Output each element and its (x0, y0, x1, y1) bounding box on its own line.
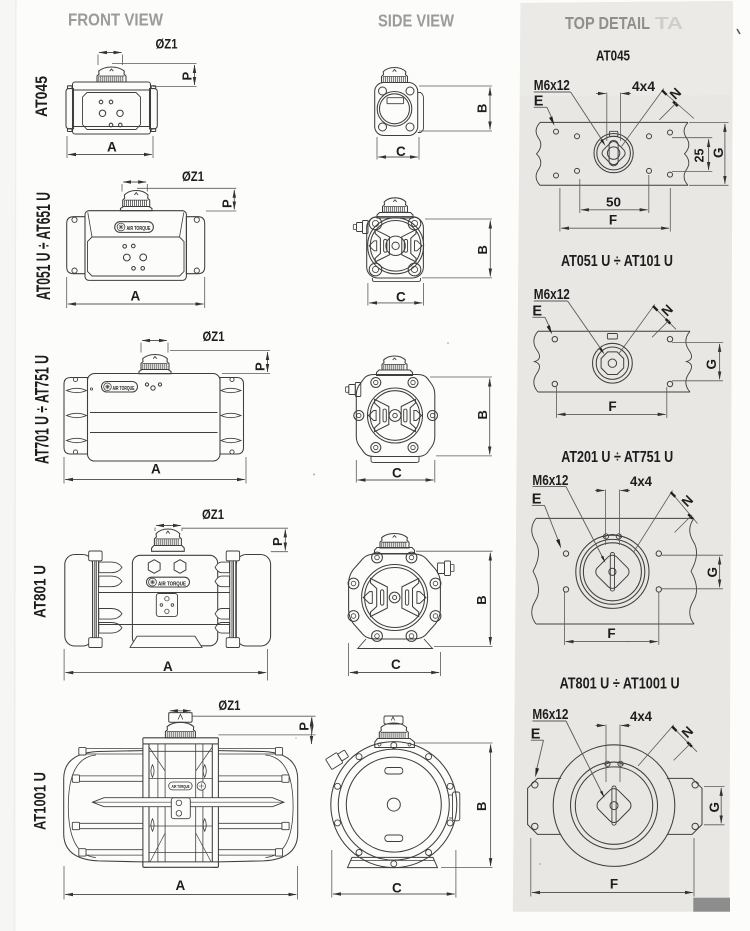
svg-text:A: A (176, 878, 186, 893)
svg-text:F: F (607, 626, 615, 641)
svg-text:G: G (705, 567, 720, 578)
svg-text:AT045: AT045 (32, 76, 51, 117)
svg-text:C: C (396, 144, 406, 159)
svg-text:P: P (270, 537, 285, 546)
svg-text:AIR TORQUE: AIR TORQUE (113, 386, 135, 392)
svg-text:ØZ1: ØZ1 (182, 169, 204, 184)
svg-text:AT701 U ÷ AT751 U: AT701 U ÷ AT751 U (33, 355, 54, 464)
svg-text:C: C (392, 466, 402, 481)
svg-text:E: E (531, 726, 541, 742)
svg-text:C: C (391, 657, 401, 672)
svg-text:AT1001 U: AT1001 U (31, 772, 50, 830)
svg-text:4x4: 4x4 (630, 708, 652, 724)
svg-text:A: A (163, 659, 173, 674)
svg-text:ØZ1: ØZ1 (218, 698, 240, 713)
svg-text:ØZ1: ØZ1 (203, 329, 225, 344)
svg-text:E: E (534, 94, 544, 110)
svg-text:M6x12: M6x12 (534, 78, 570, 94)
svg-text:4x4: 4x4 (632, 78, 655, 94)
svg-text:A: A (151, 462, 161, 477)
svg-text:G: G (704, 359, 719, 370)
svg-text:AT051 U ÷ AT651 U: AT051 U ÷ AT651 U (34, 192, 55, 300)
svg-text:50: 50 (606, 195, 621, 210)
svg-text:B: B (475, 245, 490, 254)
svg-text:TOP DETAIL: TOP DETAIL (565, 13, 650, 33)
svg-text:B: B (475, 410, 490, 419)
svg-text:4x4: 4x4 (630, 473, 652, 489)
svg-text:AIR TORQUE: AIR TORQUE (172, 784, 190, 789)
svg-text:M6x12: M6x12 (532, 473, 568, 489)
svg-text:AT045: AT045 (596, 49, 630, 65)
svg-text:AT201 U ÷ AT751 U: AT201 U ÷ AT751 U (561, 449, 673, 466)
svg-text:AIR TORQUE: AIR TORQUE (127, 226, 151, 232)
svg-text:ØZ1: ØZ1 (156, 37, 178, 52)
svg-text:F: F (610, 877, 618, 892)
svg-text:P: P (296, 722, 311, 731)
svg-text:ØZ1: ØZ1 (202, 507, 224, 522)
svg-text:C: C (396, 290, 406, 305)
svg-text:G: G (711, 147, 726, 158)
svg-text:AT801 U ÷ AT1001 U: AT801 U ÷ AT1001 U (560, 676, 680, 693)
svg-text:P: P (180, 72, 195, 81)
svg-text:AIR TORQUE: AIR TORQUE (158, 581, 186, 587)
svg-text:M6x12: M6x12 (532, 707, 568, 723)
svg-text:SIDE VIEW: SIDE VIEW (378, 11, 454, 31)
svg-text:F: F (609, 213, 617, 228)
svg-text:E: E (532, 491, 542, 507)
svg-text:B: B (474, 802, 489, 811)
svg-text:TA: TA (655, 13, 683, 33)
svg-text:C: C (392, 881, 402, 896)
svg-text:25: 25 (692, 149, 707, 163)
svg-text:B: B (474, 595, 489, 604)
svg-text:E: E (532, 304, 542, 320)
svg-text:M6x12: M6x12 (534, 287, 570, 303)
svg-text:B: B (475, 104, 490, 113)
svg-text:G: G (707, 802, 722, 813)
svg-text:AT051 U ÷ AT101 U: AT051 U ÷ AT101 U (561, 253, 673, 270)
svg-text:A: A (131, 289, 141, 304)
svg-text:F: F (608, 399, 616, 414)
svg-text:AT801 U: AT801 U (31, 565, 50, 618)
svg-text:P: P (253, 362, 268, 371)
svg-text:P: P (220, 199, 235, 208)
svg-text:FRONT VIEW: FRONT VIEW (68, 10, 163, 30)
svg-text:A: A (107, 140, 117, 155)
